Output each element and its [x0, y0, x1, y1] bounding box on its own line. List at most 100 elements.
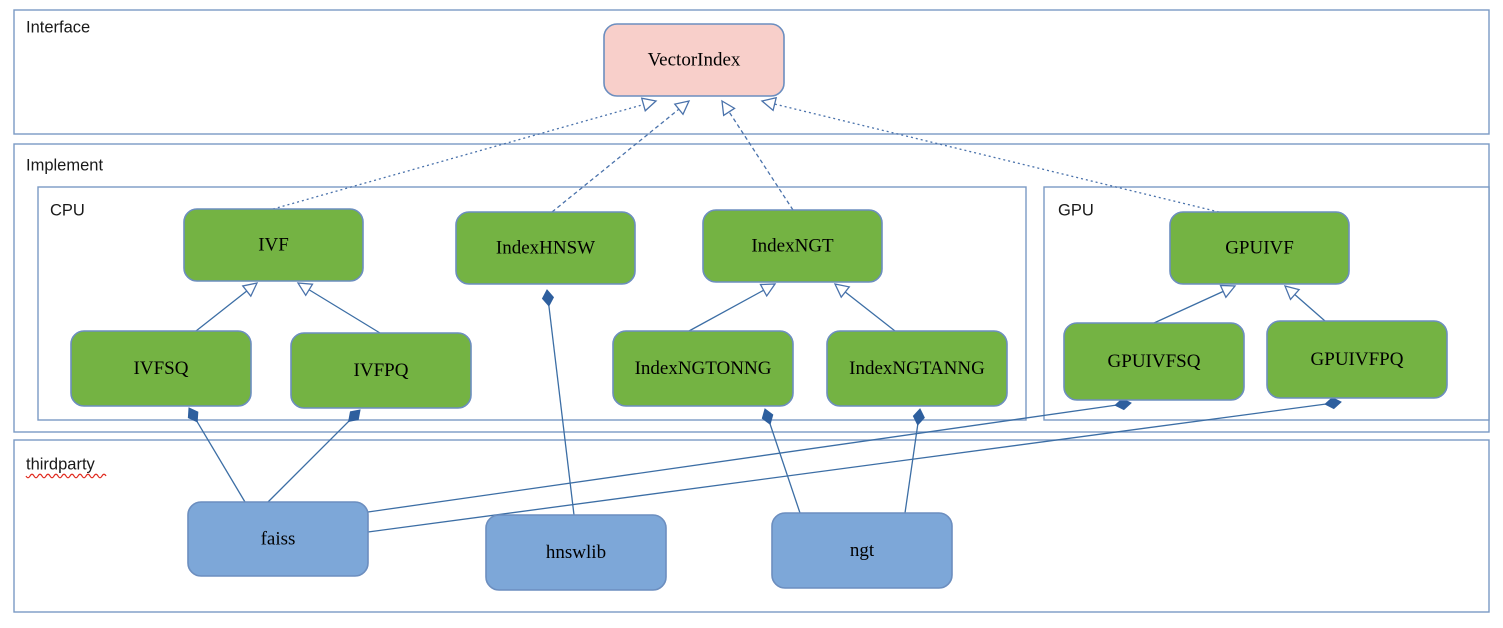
edge-line-gpuivf-realizes-vectorindex: [773, 103, 1220, 213]
edge-line-ivf-realizes-vectorindex: [272, 103, 645, 210]
node-box-ivf[interactable]: [183, 208, 364, 282]
spellcheck-underline-thirdparty: [25, 473, 107, 479]
container-label-interface: Interface: [26, 18, 90, 36]
edge-marker-hollow-triangle-ivfpq-extends-ivf: [296, 282, 314, 297]
node-box-gpuivfpq[interactable]: [1266, 320, 1448, 399]
node-hnswlib[interactable]: hnswlib: [485, 514, 667, 591]
edges-layer: [187, 96, 1342, 533]
node-box-indexngtonng[interactable]: [612, 330, 794, 407]
edge-line-faiss-composes-ivfsq: [195, 419, 246, 503]
edge-ngt-composes-indexngtonng: [761, 408, 801, 514]
node-label-vectorindex: VectorIndex: [648, 49, 741, 70]
node-indexngtonng[interactable]: IndexNGTONNG: [612, 330, 794, 407]
node-box-gpuivfsq[interactable]: [1063, 322, 1245, 401]
edge-line-indexngtanng-extends-indexngt: [844, 290, 896, 332]
node-label-faiss: faiss: [261, 528, 296, 549]
edge-ivfsq-extends-ivf: [195, 282, 259, 332]
edge-marker-hollow-triangle-ivfsq-extends-ivf: [241, 282, 259, 298]
node-gpuivfsq[interactable]: GPUIVFSQ: [1063, 322, 1245, 401]
node-indexngtanng[interactable]: IndexNGTANNG: [826, 330, 1008, 407]
container-label-cpu: CPU: [50, 201, 85, 219]
node-box-gpuivf[interactable]: [1169, 211, 1350, 285]
edge-faiss-composes-ivfsq: [187, 407, 246, 503]
edge-marker-hollow-triangle-gpuivfpq-extends-gpuivf: [1283, 285, 1301, 301]
edge-line-faiss-composes-gpuivfpq: [367, 403, 1328, 533]
edge-marker-hollow-triangle-indexngtonng-extends-indexngt: [759, 283, 777, 298]
container-label-implement: Implement: [26, 156, 103, 174]
edge-line-faiss-composes-ivfpq: [267, 419, 351, 503]
edge-indexngtonng-extends-indexngt: [688, 283, 777, 332]
edge-line-gpuivfpq-extends-gpuivf: [1293, 293, 1326, 322]
edge-gpuivfpq-extends-gpuivf: [1283, 285, 1326, 322]
node-ivfsq[interactable]: IVFSQ: [70, 330, 252, 407]
edge-line-ivfsq-extends-ivf: [195, 289, 248, 332]
node-box-ivfpq[interactable]: [290, 332, 472, 409]
edge-line-faiss-composes-gpuivfsq: [367, 404, 1118, 513]
node-label-indexhnsw: IndexHNSW: [496, 237, 595, 258]
edge-marker-hollow-triangle-indexhnsw-realizes-vectorindex: [673, 100, 691, 116]
edge-indexngtanng-extends-indexngt: [833, 283, 896, 332]
node-box-indexhnsw[interactable]: [455, 211, 636, 285]
node-box-ivfsq[interactable]: [70, 330, 252, 407]
node-ivfpq[interactable]: IVFPQ: [290, 332, 472, 409]
node-ngt[interactable]: ngt: [771, 512, 953, 589]
node-box-faiss[interactable]: [187, 501, 369, 577]
edge-faiss-composes-gpuivfpq: [367, 397, 1342, 533]
edge-gpuivfsq-extends-gpuivf: [1153, 284, 1237, 324]
edge-marker-filled-diamond-ngt-composes-indexngtonng: [761, 408, 774, 426]
edge-line-indexngtonng-extends-indexngt: [688, 289, 765, 332]
node-gpuivf[interactable]: GPUIVF: [1169, 211, 1350, 285]
node-indexngt[interactable]: IndexNGT: [702, 209, 883, 283]
node-label-indexngtanng: IndexNGTANNG: [849, 358, 985, 379]
edge-line-ngt-composes-indexngtonng: [768, 422, 801, 514]
edge-faiss-composes-ivfpq: [267, 409, 361, 503]
edge-marker-hollow-triangle-indexngtanng-extends-indexngt: [833, 283, 851, 299]
node-label-ivfpq: IVFPQ: [354, 360, 409, 381]
edge-marker-filled-diamond-faiss-composes-gpuivfpq: [1324, 397, 1342, 410]
node-label-indexngtonng: IndexNGTONNG: [635, 358, 772, 379]
edge-marker-hollow-triangle-ivf-realizes-vectorindex: [640, 97, 658, 112]
node-box-vectorindex[interactable]: [603, 23, 785, 97]
edge-marker-filled-diamond-faiss-composes-ivfsq: [187, 407, 199, 423]
node-label-ivfsq: IVFSQ: [134, 358, 189, 379]
edge-gpuivf-realizes-vectorindex: [760, 96, 1220, 213]
edge-marker-filled-diamond-ngt-composes-indexngtanng: [912, 408, 925, 426]
edge-ivf-realizes-vectorindex: [272, 97, 658, 210]
edge-ngt-composes-indexngtanng: [904, 408, 925, 514]
edge-marker-hollow-triangle-gpuivf-realizes-vectorindex: [760, 96, 778, 112]
node-box-ngt[interactable]: [771, 512, 953, 589]
node-box-indexngtanng[interactable]: [826, 330, 1008, 407]
node-box-hnswlib[interactable]: [485, 514, 667, 591]
node-label-gpuivfsq: GPUIVFSQ: [1108, 351, 1201, 372]
node-indexhnsw[interactable]: IndexHNSW: [455, 211, 636, 285]
node-box-indexngt[interactable]: [702, 209, 883, 283]
node-label-gpuivfpq: GPUIVFPQ: [1311, 349, 1404, 370]
node-label-gpuivf: GPUIVF: [1225, 237, 1294, 258]
node-gpuivfpq[interactable]: GPUIVFPQ: [1266, 320, 1448, 399]
edge-marker-hollow-triangle-gpuivfsq-extends-gpuivf: [1219, 284, 1237, 299]
edge-hnswlib-composes-indexhnsw: [541, 289, 575, 516]
edge-line-ivfpq-extends-ivf: [307, 288, 381, 334]
container-label-gpu: GPU: [1058, 201, 1094, 219]
edge-marker-filled-diamond-hnswlib-composes-indexhnsw: [541, 289, 555, 307]
edge-ivfpq-extends-ivf: [296, 282, 381, 334]
edge-indexngt-realizes-vectorindex: [721, 99, 794, 211]
node-ivf[interactable]: IVF: [183, 208, 364, 282]
edge-line-ngt-composes-indexngtanng: [904, 422, 919, 514]
edge-indexhnsw-realizes-vectorindex: [551, 100, 691, 213]
node-label-hnswlib: hnswlib: [546, 542, 606, 563]
node-label-ngt: ngt: [850, 540, 875, 561]
edge-line-indexhnsw-realizes-vectorindex: [551, 108, 681, 213]
edge-line-indexngt-realizes-vectorindex: [728, 110, 794, 211]
container-label-thirdparty: thirdparty: [26, 455, 96, 473]
node-label-indexngt: IndexNGT: [751, 235, 834, 256]
edge-line-hnswlib-composes-indexhnsw: [548, 303, 575, 516]
node-vectorindex[interactable]: VectorIndex: [603, 23, 785, 97]
edge-line-gpuivfsq-extends-gpuivf: [1153, 290, 1225, 324]
edge-marker-filled-diamond-faiss-composes-ivfpq: [348, 409, 361, 422]
node-faiss[interactable]: faiss: [187, 501, 369, 577]
node-label-ivf: IVF: [258, 234, 289, 255]
edge-marker-hollow-triangle-indexngt-realizes-vectorindex: [721, 99, 736, 117]
